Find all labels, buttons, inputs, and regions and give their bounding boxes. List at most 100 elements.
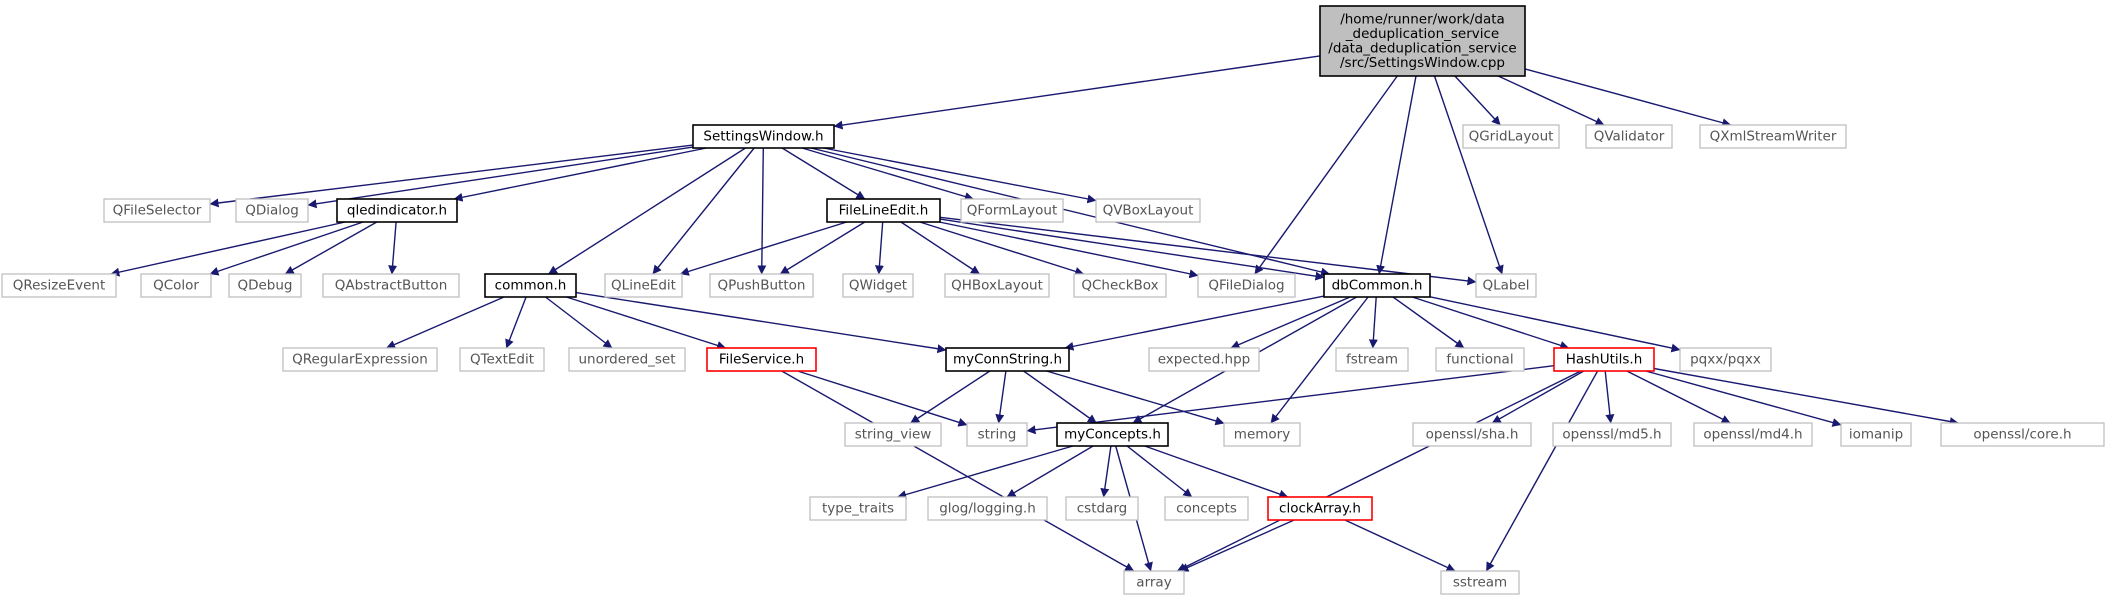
node-box [1223, 422, 1301, 447]
node-label: myConcepts.h [1064, 427, 1161, 443]
node-label: QHBoxLayout [951, 278, 1043, 294]
edge-root-to-qfiledialog [1254, 75, 1398, 275]
node-qfiledialog[interactable]: QFileDialog [1197, 273, 1296, 298]
node-hashutils-h[interactable]: HashUtils.h [1553, 347, 1655, 372]
node-type-traits[interactable]: type_traits [809, 496, 907, 521]
edge-myconnstring_h-to-myconcepts_h [1023, 370, 1097, 424]
node-qlabel[interactable]: QLabel [1475, 273, 1537, 298]
node-label: type_traits [822, 501, 894, 517]
node-qfileselector[interactable]: QFileSelector [103, 198, 211, 223]
node-clockarray-h[interactable]: clockArray.h [1267, 496, 1373, 521]
node-qvboxlayout[interactable]: QVBoxLayout [1095, 198, 1201, 223]
node-label: QDialog [245, 203, 299, 219]
node-qlineedit[interactable]: QLineEdit [604, 273, 683, 298]
node-fileservice-h[interactable]: FileService.h [706, 347, 817, 372]
node-myconnstring-h[interactable]: myConnString.h [945, 347, 1070, 372]
node-fstream[interactable]: fstream [1335, 347, 1409, 372]
node-label: glog/logging.h [939, 501, 1036, 517]
node-unordered-set[interactable]: unordered_set [568, 347, 686, 372]
edge-dbcommon_h-to-pqxx [1429, 296, 1681, 353]
edge-root-to-qxmlstreamwriter [1524, 68, 1732, 128]
edge-settingswindow_h-to-qvboxlayout [823, 147, 1097, 204]
edge-root-to-qgridlayout [1454, 75, 1501, 126]
node-string[interactable]: string [966, 422, 1028, 447]
node-functional[interactable]: functional [1435, 347, 1525, 372]
node-box [604, 273, 683, 298]
node-glog-logging[interactable]: glog/logging.h [927, 496, 1048, 521]
node-qledindicator-h[interactable]: qledindicator.h [336, 198, 458, 223]
node-sstream[interactable]: sstream [1440, 570, 1520, 595]
node-dbcommon-h[interactable]: dbCommon.h [1323, 273, 1431, 298]
node-label: clockArray.h [1279, 501, 1361, 517]
node-qabstractbutton[interactable]: QAbstractButton [322, 273, 460, 298]
node-qcheckbox[interactable]: QCheckBox [1073, 273, 1167, 298]
node-qwidget[interactable]: QWidget [842, 273, 914, 298]
node-qhboxlayout[interactable]: QHBoxLayout [944, 273, 1050, 298]
node-qdebug[interactable]: QDebug [228, 273, 302, 298]
edge-qledindicator_h-to-qabstractbutton [388, 221, 398, 275]
node-label: HashUtils.h [1566, 352, 1643, 368]
edge-settingswindow_h-to-qfileselector [209, 144, 694, 208]
node-qdialog[interactable]: QDialog [235, 198, 309, 223]
edge-qledindicator_h-to-qcolor [209, 221, 364, 276]
node-openssl-sha[interactable]: openssl/sha.h [1412, 422, 1532, 447]
edge-settingswindow_h-to-common_h [548, 147, 746, 275]
edges-layer [110, 55, 1959, 572]
node-array[interactable]: array [1123, 570, 1185, 595]
node-concepts[interactable]: concepts [1164, 496, 1249, 521]
edge-fileservice_h-to-array [781, 370, 1135, 572]
node-qvalidator[interactable]: QValidator [1585, 124, 1673, 149]
edge-common_h-to-fileservice_h [566, 296, 727, 350]
node-box [228, 273, 302, 298]
edge-settingswindow_h-to-qlineedit [652, 147, 755, 275]
edge-qledindicator_h-to-qresizeevent [110, 221, 346, 277]
node-qxmlstreamwriter[interactable]: QXmlStreamWriter [1699, 124, 1847, 149]
node-box [1475, 273, 1537, 298]
node-common-h[interactable]: common.h [484, 273, 577, 298]
node-qregularexpression[interactable]: QRegularExpression [282, 347, 438, 372]
node-myconcepts-h[interactable]: myConcepts.h [1056, 422, 1169, 447]
node-label: memory [1234, 427, 1290, 443]
node-box [945, 347, 1070, 372]
node-qgridlayout[interactable]: QGridLayout [1462, 124, 1560, 149]
edge-hashutils_h-to-iomanip [1645, 370, 1842, 427]
node-box [1267, 496, 1373, 521]
edge-hashutils_h-to-array [1176, 370, 1582, 572]
node-memory[interactable]: memory [1223, 422, 1301, 447]
node-box [1095, 198, 1201, 223]
node-string-view[interactable]: string_view [844, 422, 942, 447]
node-root[interactable]: /home/runner/work/data_deduplication_ser… [1319, 5, 1526, 77]
node-label: /data_deduplication_service [1328, 40, 1516, 56]
node-box [842, 273, 914, 298]
node-openssl-core[interactable]: openssl/core.h [1940, 422, 2105, 447]
node-filelineedit-h[interactable]: FileLineEdit.h [826, 198, 941, 223]
node-qtextedit[interactable]: QTextEdit [459, 347, 545, 372]
node-box [1462, 124, 1560, 149]
edge-filelineedit_h-to-qfiledialog [939, 221, 1199, 279]
node-openssl-md4[interactable]: openssl/md4.h [1693, 422, 1813, 447]
node-qcolor[interactable]: QColor [140, 273, 212, 298]
node-label: QFileSelector [113, 203, 202, 219]
node-qformlayout[interactable]: QFormLayout [960, 198, 1064, 223]
node-box [103, 198, 211, 223]
node-label: QDebug [237, 278, 292, 294]
node-settingswindow-h[interactable]: SettingsWindow.h [692, 124, 835, 149]
node-box [336, 198, 458, 223]
node-box [1323, 273, 1431, 298]
node-iomanip[interactable]: iomanip [1840, 422, 1912, 447]
edge-clockarray_h-to-array [1179, 519, 1295, 572]
node-box [809, 496, 907, 521]
node-qresizeevent[interactable]: QResizeEvent [1, 273, 117, 298]
node-box [1148, 347, 1260, 372]
node-label: pqxx/pqxx [1690, 352, 1761, 368]
edge-settingswindow_h-to-qdialog [307, 146, 694, 209]
edge-dbcommon_h-to-memory [1270, 296, 1369, 424]
node-box [966, 422, 1028, 447]
node-label: qledindicator.h [347, 203, 447, 219]
node-qpushbutton[interactable]: QPushButton [709, 273, 814, 298]
node-label: QResizeEvent [13, 278, 106, 294]
node-cstdarg[interactable]: cstdarg [1065, 496, 1139, 521]
node-pqxx[interactable]: pqxx/pqxx [1679, 347, 1772, 372]
node-expected-hpp[interactable]: expected.hpp [1148, 347, 1260, 372]
node-openssl-md5[interactable]: openssl/md5.h [1552, 422, 1672, 447]
